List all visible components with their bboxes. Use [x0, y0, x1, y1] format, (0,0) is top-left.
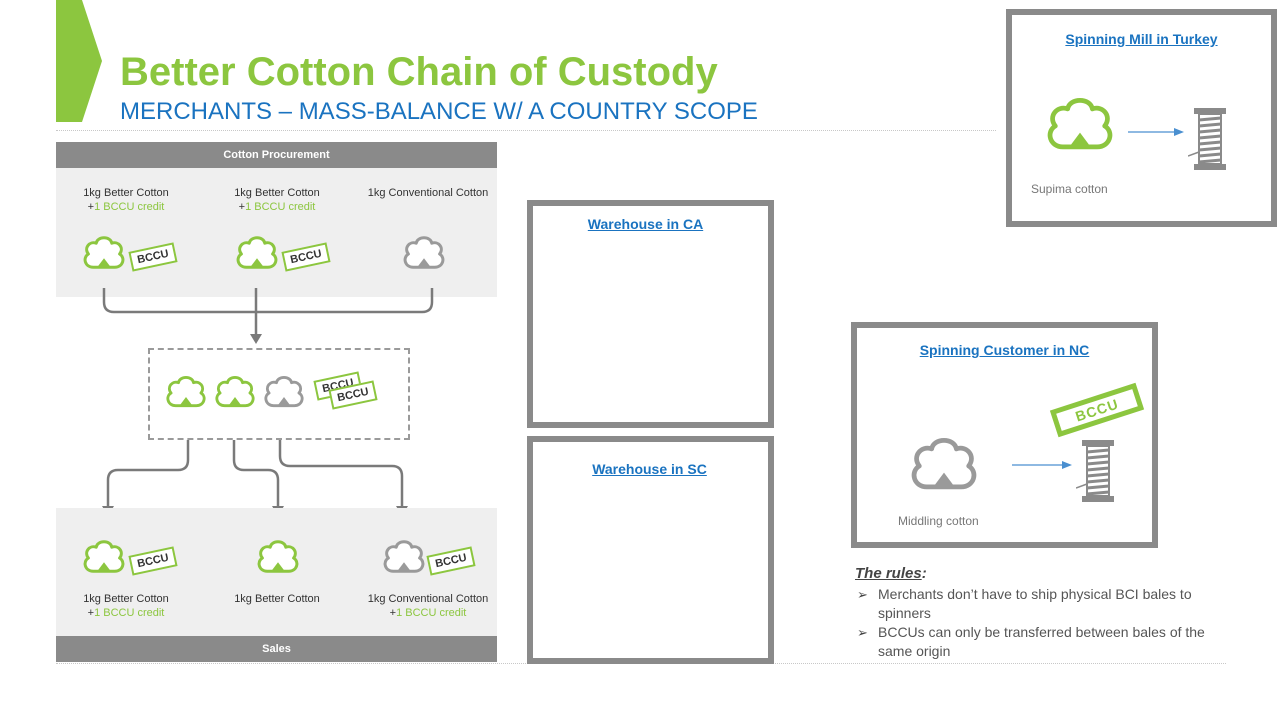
pool-box	[148, 348, 410, 440]
cotton-icon	[906, 428, 982, 504]
rules-heading: The rules:	[855, 565, 927, 582]
top-label-2: 1kg Better Cotton +1 BCCU credit	[234, 187, 320, 213]
rule-item: ➢Merchants don’t have to ship physical B…	[857, 586, 1192, 621]
cotton-icon	[83, 236, 125, 270]
cotton-icon	[166, 376, 206, 408]
warehouse-sc-title: Warehouse in SC	[592, 461, 707, 477]
procurement-bar: Cotton Procurement	[56, 142, 497, 168]
rule-item: ➢BCCUs can only be transferred between b…	[857, 624, 1205, 659]
warehouse-ca-title: Warehouse in CA	[587, 216, 704, 232]
cotton-icon	[215, 376, 255, 408]
nc-customer-box	[851, 322, 1158, 548]
yarn-spool-icon	[1076, 438, 1116, 504]
top-label-1: 1kg Better Cotton +1 BCCU credit	[83, 187, 169, 213]
arrow-icon	[1128, 128, 1184, 136]
turkey-mill-title: Spinning Mill in Turkey	[1065, 31, 1218, 47]
turkey-caption: Supima cotton	[1031, 182, 1108, 196]
arrow-bullet-icon: ➢	[857, 625, 868, 640]
cotton-icon	[264, 376, 304, 408]
rules-list: ➢Merchants don’t have to ship physical B…	[855, 585, 1215, 661]
bottom-label-3: 1kg Conventional Cotton +1 BCCU credit	[367, 593, 489, 619]
cotton-icon	[257, 540, 299, 574]
arrow-icon	[1012, 461, 1072, 469]
nc-caption: Middling cotton	[898, 514, 979, 528]
warehouse-sc-box	[527, 436, 774, 664]
page-title: Better Cotton Chain of Custody	[120, 50, 718, 94]
top-label-3: 1kg Conventional Cotton	[367, 187, 489, 199]
warehouse-ca-box	[527, 200, 774, 428]
cotton-icon	[83, 540, 125, 574]
sales-bar: Sales	[56, 636, 497, 662]
cotton-icon	[383, 540, 425, 574]
bottom-label-2: 1kg Better Cotton	[234, 593, 320, 605]
cotton-icon	[1042, 88, 1118, 164]
cotton-icon	[236, 236, 278, 270]
nc-customer-title: Spinning Customer in NC	[919, 342, 1090, 358]
cotton-icon	[403, 236, 445, 270]
header-divider	[56, 130, 996, 131]
yarn-spool-icon	[1188, 106, 1228, 172]
header-chevron	[56, 0, 102, 122]
arrow-bullet-icon: ➢	[857, 587, 868, 602]
page-subtitle: MERCHANTS – MASS-BALANCE W/ A COUNTRY SC…	[120, 98, 758, 125]
bottom-label-1: 1kg Better Cotton +1 BCCU credit	[83, 593, 169, 619]
